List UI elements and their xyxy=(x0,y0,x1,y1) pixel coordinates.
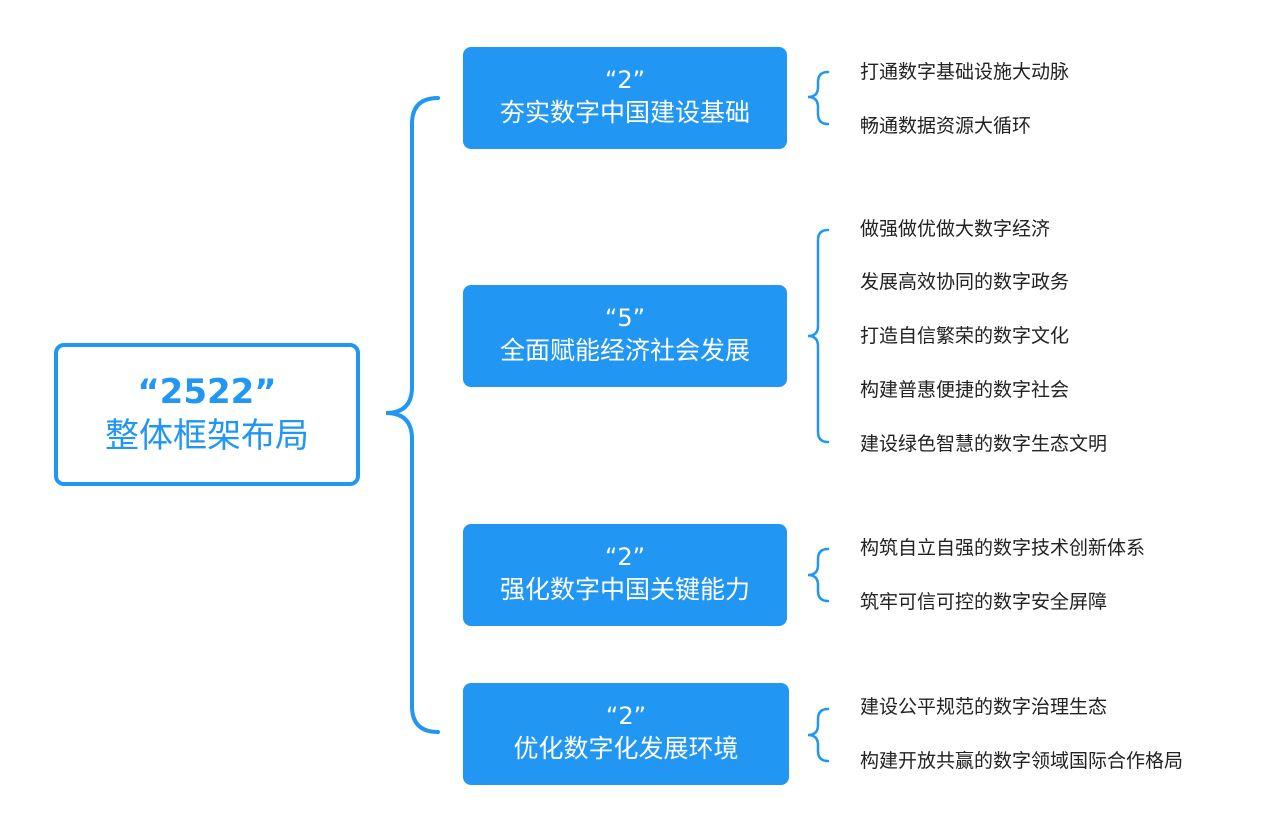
group-title: 全面赋能经济社会发展 xyxy=(499,336,750,365)
group-2-brace xyxy=(807,228,830,444)
leaf-item: 筑牢可信可控的数字安全屏障 xyxy=(860,591,1108,613)
group-title: 夯实数字中国建设基础 xyxy=(499,98,750,127)
group-3-brace xyxy=(807,547,830,603)
leaf-item: 建设公平规范的数字治理生态 xyxy=(860,696,1108,718)
leaf-item: 打造自信繁荣的数字文化 xyxy=(860,325,1070,347)
leaf-item: 建设绿色智慧的数字生态文明 xyxy=(860,433,1108,455)
group-node-3: “2” 强化数字中国关键能力 xyxy=(463,524,787,626)
group-node-2: “5” 全面赋能经济社会发展 xyxy=(463,285,787,387)
leaf-item: 做强做优做大数字经济 xyxy=(860,218,1051,240)
group-4-brace xyxy=(807,707,830,763)
group-number: “2” xyxy=(604,543,646,571)
group-number: “2” xyxy=(604,66,646,94)
root-title: 整体框架布局 xyxy=(105,415,309,456)
group-title: 优化数字化发展环境 xyxy=(513,734,739,763)
leaf-item: 构建开放共赢的数字领域国际合作格局 xyxy=(860,750,1184,772)
root-number: “2522” xyxy=(137,371,277,412)
group-number: “2” xyxy=(605,702,647,730)
leaf-item: 畅通数据资源大循环 xyxy=(860,115,1032,137)
group-node-1: “2” 夯实数字中国建设基础 xyxy=(463,47,787,149)
leaf-item: 打通数字基础设施大动脉 xyxy=(860,61,1070,83)
group-title: 强化数字中国关键能力 xyxy=(499,575,750,604)
group-node-4: “2” 优化数字化发展环境 xyxy=(463,683,789,785)
main-brace xyxy=(385,96,440,734)
root-node: “2522” 整体框架布局 xyxy=(54,343,360,486)
group-1-brace xyxy=(807,70,830,126)
group-number: “5” xyxy=(604,304,646,332)
leaf-item: 发展高效协同的数字政务 xyxy=(860,271,1070,293)
leaf-item: 构建普惠便捷的数字社会 xyxy=(860,379,1070,401)
leaf-item: 构筑自立自强的数字技术创新体系 xyxy=(860,537,1146,559)
